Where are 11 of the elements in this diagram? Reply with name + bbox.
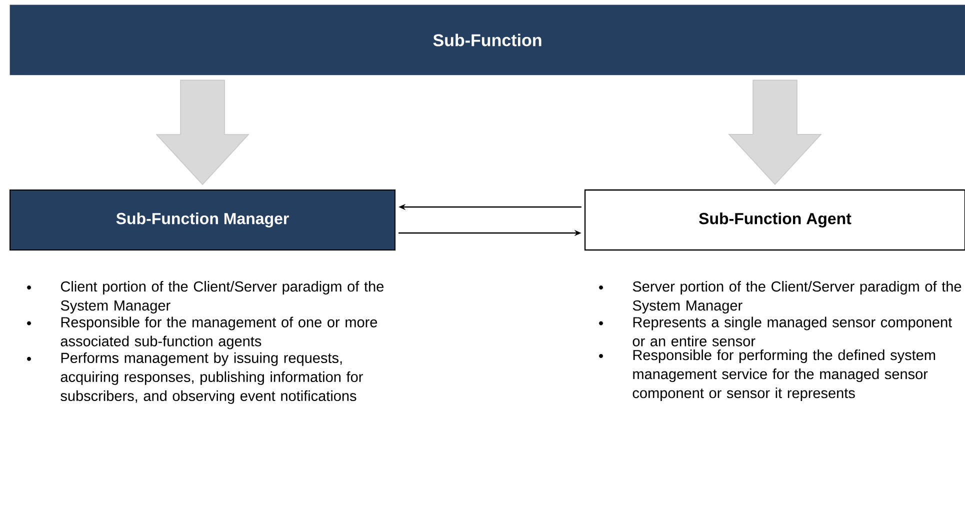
agent-box: Sub-Function Agent — [584, 189, 965, 251]
bullet-text: Performs management by issuing requests, acquiring responses, publishing information for subscribers, and observing event notifications — [60, 352, 363, 404]
bullet-text: Client portion of the Client/Server paradigm of the System Manager — [60, 280, 384, 314]
manager-box: Sub-Function Manager — [10, 190, 396, 250]
bullet-text: Responsible for the management of one or more associated sub-function agents — [60, 316, 378, 350]
block-arrow — [156, 80, 250, 186]
title-band: Sub-Function — [10, 4, 965, 76]
bullet-text: Server portion of the Client/Server paradigm of the System Manager — [632, 280, 962, 314]
block-arrow — [728, 80, 822, 185]
bullet-text: Responsible for performing the defined system management service for the managed sensor component or sensor it represents — [632, 350, 936, 402]
bullet-text: Represents a single managed sensor component or an entire sensor — [632, 316, 952, 346]
